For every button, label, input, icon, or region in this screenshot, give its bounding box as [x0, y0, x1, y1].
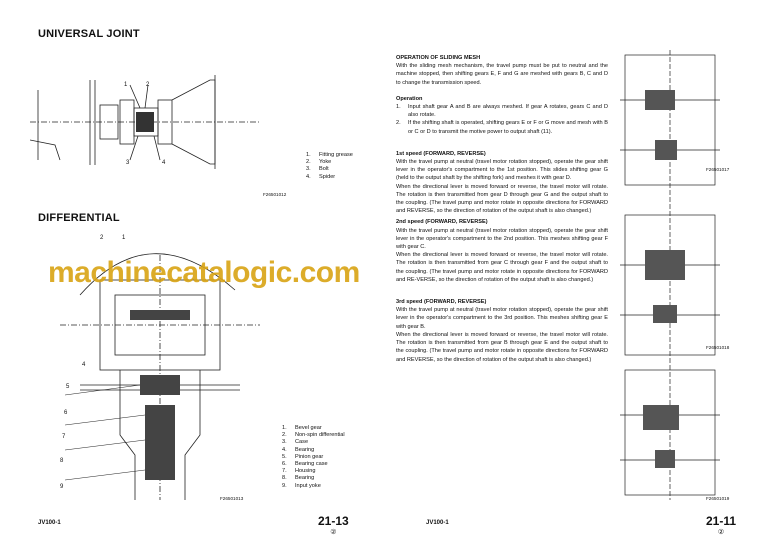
uj-callout-3: 3 [126, 160, 130, 166]
figure-code: F26501019 [706, 496, 730, 501]
legend-item: Bearing case [295, 461, 328, 468]
section-heading: Operation [396, 95, 423, 102]
uj-callout-2: 2 [146, 82, 150, 88]
diff-callout-1: 1 [122, 235, 126, 241]
section-heading: 2nd speed (FORWARD, REVERSE) [396, 219, 488, 226]
footer-model: JV100-1 [426, 520, 449, 526]
paragraph: When the directional lever is moved forw… [396, 331, 608, 363]
paragraph: When the directional lever is moved forw… [396, 252, 608, 283]
legend-item: Input yoke [295, 482, 321, 489]
section-heading: 3rd speed (FORWARD, REVERSE) [396, 299, 487, 306]
legend-item: Case [295, 439, 309, 446]
section-heading: OPERATION OF SLIDING MESH [396, 55, 481, 61]
figure-code: F26501018 [706, 345, 730, 350]
transmission-drawings [620, 50, 720, 500]
diff-callout-9: 9 [60, 484, 64, 490]
diff-callout-5: 5 [66, 384, 70, 390]
diff-callout-8: 8 [60, 458, 64, 464]
legend-item: Bearing [295, 475, 315, 482]
legend-item: Housing [295, 468, 316, 475]
page-number-text: 21-11 [706, 514, 737, 528]
figure-code: F26501017 [706, 167, 730, 172]
legend-item: Fitting grease [319, 152, 353, 158]
legend-item: Pinion gear [295, 453, 324, 460]
paragraph: With the travel pump at neutral (travel … [396, 159, 608, 182]
figure-code: F26501013 [220, 496, 244, 501]
revision-mark: ② [717, 529, 725, 536]
diff-callout-6: 6 [64, 410, 68, 416]
universal-joint-drawing [30, 75, 260, 169]
differential-title: DIFFERENTIAL [38, 212, 120, 224]
diff-callout-7: 7 [62, 434, 66, 440]
differential-legend: 1.Bevel gear 2.Non-spin differential 3.C… [282, 425, 345, 489]
paragraph: With the travel pump at neutral (travel … [396, 227, 608, 251]
page-number-text: 21-13 [318, 514, 349, 528]
legend-item: Spider [319, 173, 336, 180]
figure-code: F26501012 [263, 192, 287, 197]
diff-callout-4: 4 [82, 362, 86, 368]
legend-item: Non-spin differential [295, 432, 345, 439]
legend-item: Bearing [295, 446, 315, 453]
universal-joint-title: UNIVERSAL JOINT [38, 28, 140, 40]
differential-drawing [60, 253, 260, 500]
text-column: OPERATION OF SLIDING MESH With the slidi… [396, 55, 608, 363]
watermark: machinecatalogic.com [48, 256, 360, 289]
diff-callout-2: 2 [100, 235, 104, 241]
list-item: If the shifting shaft is operated, shift… [408, 120, 608, 135]
revision-mark: ② [330, 529, 337, 536]
uj-callout-1: 1 [124, 82, 128, 88]
paragraph: When the directional lever is moved forw… [396, 183, 608, 215]
legend-item: Bolt [319, 166, 329, 173]
list-item: Input shaft gear A and B are always mesh… [408, 104, 608, 119]
uj-callout-4: 4 [162, 160, 166, 166]
legend-item: Bevel gear [295, 425, 322, 431]
footer-model: JV100-1 [38, 520, 61, 526]
legend-item: Yoke [319, 159, 332, 166]
paragraph: With the travel pump at neutral (travel … [396, 307, 608, 330]
paragraph: With the sliding mesh mechanism, the tra… [396, 63, 608, 86]
universal-joint-legend: 1.Fitting grease 2.Yoke 3.Bolt 4.Spider [306, 152, 353, 180]
section-heading: 1st speed (FORWARD, REVERSE) [396, 150, 486, 157]
